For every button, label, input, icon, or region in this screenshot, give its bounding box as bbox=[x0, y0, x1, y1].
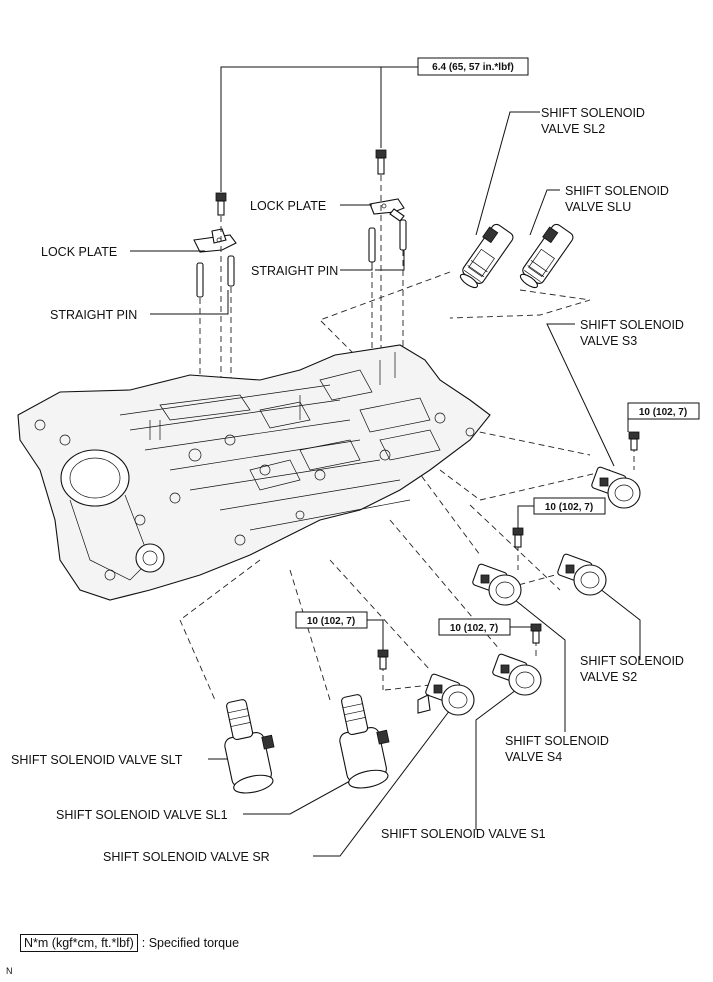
label-s4-line1: SHIFT SOLENOID bbox=[505, 734, 609, 748]
torque-s1-text: 10 (102, 7) bbox=[450, 623, 498, 634]
torque-callout-top: 6.4 (65, 57 in.*lbf) bbox=[220, 57, 529, 192]
torque-callout-s1: 10 (102, 7) bbox=[438, 618, 531, 636]
solenoid-s3 bbox=[591, 466, 641, 509]
label-s2-line2: VALVE S2 bbox=[580, 670, 637, 684]
label-straight-pin-left: STRAIGHT PIN bbox=[50, 308, 137, 322]
solenoid-slu bbox=[519, 223, 574, 289]
label-lock-plate-right: LOCK PLATE bbox=[250, 199, 326, 213]
label-sl2-line1: SHIFT SOLENOID bbox=[541, 106, 645, 120]
bolt-left-top bbox=[215, 192, 227, 216]
label-sl1: SHIFT SOLENOID VALVE SL1 bbox=[56, 808, 228, 822]
bolt-s3 bbox=[628, 431, 640, 451]
torque-callout-s3: 10 (102, 7) bbox=[627, 402, 700, 432]
solenoid-sl2 bbox=[459, 223, 514, 289]
torque-s3-text: 10 (102, 7) bbox=[639, 407, 687, 418]
lock-plate-right bbox=[369, 198, 405, 222]
torque-callout-s4: 10 (102, 7) bbox=[517, 497, 606, 528]
label-slu-line1: SHIFT SOLENOID bbox=[565, 184, 669, 198]
solenoid-sl1 bbox=[339, 694, 390, 789]
label-s3-line2: VALVE S3 bbox=[580, 334, 637, 348]
solenoid-slt bbox=[224, 699, 275, 794]
legend-text: : Specified torque bbox=[141, 936, 240, 950]
label-s3-line1: SHIFT SOLENOID bbox=[580, 318, 684, 332]
bolt-s4 bbox=[512, 527, 524, 548]
label-s4-line2: VALVE S4 bbox=[505, 750, 562, 764]
lock-plate-left bbox=[193, 228, 237, 253]
torque-s4-text: 10 (102, 7) bbox=[545, 502, 593, 513]
label-straight-pin-right: STRAIGHT PIN bbox=[251, 264, 338, 278]
solenoid-s2 bbox=[557, 553, 607, 596]
label-s2-line1: SHIFT SOLENOID bbox=[580, 654, 684, 668]
bolt-right-top bbox=[375, 149, 387, 175]
torque-top-text: 6.4 (65, 57 in.*lbf) bbox=[432, 62, 514, 73]
legend-unit-box: N*m (kgf*cm, ft.*lbf) bbox=[20, 934, 138, 952]
solenoid-sr bbox=[417, 673, 475, 716]
bolt-sr bbox=[377, 649, 389, 670]
label-sl2-line2: VALVE SL2 bbox=[541, 122, 605, 136]
torque-legend: N*m (kgf*cm, ft.*lbf) : Specified torque bbox=[20, 934, 239, 952]
reference-mark: N bbox=[6, 966, 13, 976]
torque-callout-sr: 10 (102, 7) bbox=[295, 611, 384, 650]
label-s1: SHIFT SOLENOID VALVE S1 bbox=[381, 827, 546, 841]
solenoid-s1 bbox=[492, 653, 542, 696]
straight-pins-right bbox=[368, 219, 407, 263]
bolt-s1 bbox=[530, 623, 542, 644]
valve-body bbox=[17, 344, 491, 601]
torque-sr-text: 10 (102, 7) bbox=[307, 616, 355, 627]
label-sr: SHIFT SOLENOID VALVE SR bbox=[103, 850, 270, 864]
label-slu-line2: VALVE SLU bbox=[565, 200, 631, 214]
solenoid-s4 bbox=[472, 563, 522, 606]
straight-pins-left bbox=[196, 255, 235, 298]
label-slt: SHIFT SOLENOID VALVE SLT bbox=[11, 753, 183, 767]
label-lock-plate-left: LOCK PLATE bbox=[41, 245, 117, 259]
